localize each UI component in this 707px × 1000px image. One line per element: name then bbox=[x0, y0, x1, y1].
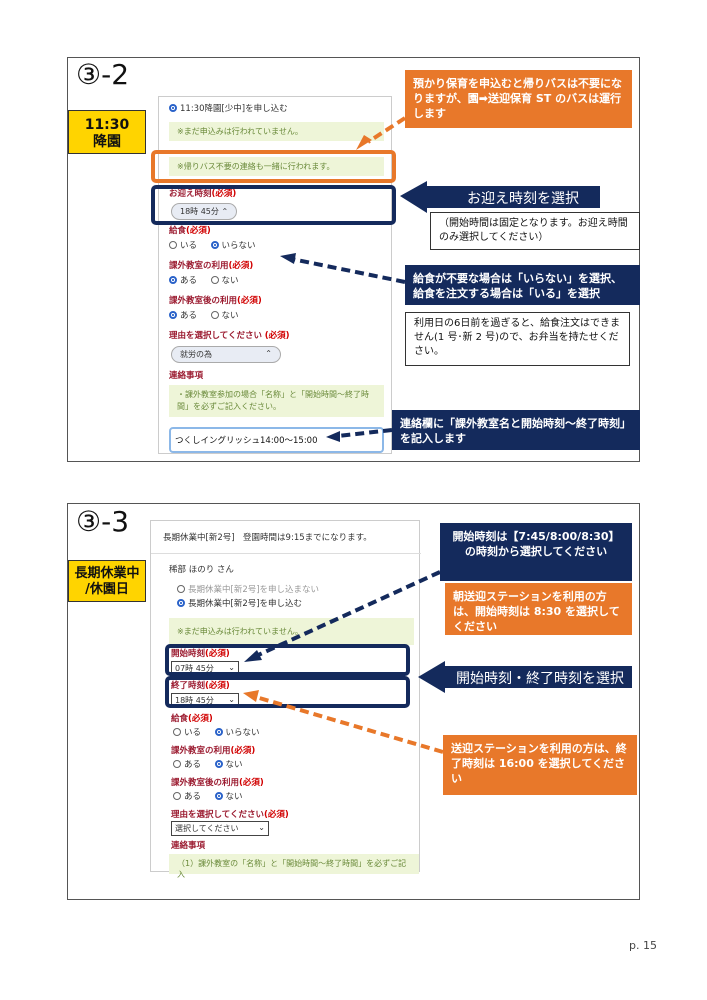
form-screenshot-2: 長期休業中[新2号] 登園時間は9:15までになります。 稀部 ほのり さん 長… bbox=[150, 520, 421, 879]
arrow-select-icon bbox=[418, 661, 632, 693]
start-label: 開始時刻(必須) bbox=[171, 649, 230, 659]
meal-label: 給食(必須) bbox=[171, 714, 213, 724]
dashed-arrow-end bbox=[255, 695, 444, 754]
chevron-down-icon: ⌄ bbox=[228, 663, 235, 672]
pickup-label: お迎え時刻(必須) bbox=[169, 189, 237, 199]
dashed-arrow-meal bbox=[291, 257, 406, 284]
contact-label: 連絡事項 bbox=[169, 371, 204, 381]
tag-line1: 11:30 bbox=[84, 117, 130, 133]
arrow-pickup-icon bbox=[400, 181, 600, 213]
club-options: ある ない bbox=[169, 274, 239, 286]
callout-station: 朝送迎ステーションを利用の方は、開始時刻は 8:30 を選択してください bbox=[445, 583, 632, 635]
contact-textarea[interactable]: つくしイングリッシュ14:00～15:00 bbox=[169, 427, 384, 453]
tag-line1: 長期休業中 bbox=[74, 566, 140, 581]
arrowhead-icon bbox=[280, 253, 296, 264]
notice-not-applied: ※まだ申込みは行われていません。 bbox=[169, 122, 384, 141]
page-number: p. 15 bbox=[629, 939, 657, 952]
radio-after-no[interactable] bbox=[210, 311, 219, 319]
arrowhead-icon bbox=[243, 690, 259, 702]
form-screenshot-1: 11:30降園[少中]を申し込む ※まだ申込みは行われていません。 ※帰りバス不… bbox=[158, 96, 392, 454]
option-label: 11:30降園[少中]を申し込む bbox=[180, 104, 288, 114]
callout-start: 開始時刻は【7:45/8:00/8:30】の時刻から選択してください bbox=[440, 523, 632, 581]
radio-meal-no[interactable] bbox=[214, 728, 223, 736]
radio-icon bbox=[169, 104, 177, 112]
contact-note: ・課外教室参加の場合「名称」と「開始時間～終了時間」を必ずご記入ください。 bbox=[169, 385, 384, 417]
contact-note: （1）課外教室の「名称」と「開始時間～終了時間」を必ずご記入 bbox=[169, 854, 419, 879]
pickup-select[interactable]: 18時 45分 ⌃ bbox=[171, 203, 238, 220]
radio-meal-yes[interactable] bbox=[169, 241, 177, 249]
option-not-apply[interactable]: 長期休業中[新2号]を申し込まない bbox=[177, 583, 319, 595]
dashed-arrow-start bbox=[255, 570, 441, 658]
chevron-updown-icon: ⌃ bbox=[265, 349, 272, 358]
child-name: 稀部 ほのり さん bbox=[169, 565, 234, 575]
club-after-label: 課外教室後の利用(必須) bbox=[171, 778, 264, 788]
meal-label: 給食(必須) bbox=[169, 226, 211, 236]
tag-line2: /休園日 bbox=[85, 582, 129, 597]
tag-long-holiday: 長期休業中 /休園日 bbox=[68, 560, 146, 602]
club-after-label: 課外教室後の利用(必須) bbox=[169, 296, 262, 306]
section-title-3-2: ③-2 bbox=[76, 58, 130, 91]
end-label: 終了時刻(必須) bbox=[171, 681, 230, 691]
callout-contact: 連絡欄に「課外教室名と開始時刻～終了時刻」を記入します bbox=[392, 410, 640, 450]
reason-select[interactable]: 就労の為⌃ bbox=[171, 346, 281, 363]
tag-1130: 11:30 降園 bbox=[68, 110, 146, 154]
option-1130[interactable]: 11:30降園[少中]を申し込む bbox=[169, 102, 288, 114]
option-apply[interactable]: 長期休業中[新2号]を申し込む bbox=[177, 597, 302, 609]
chevron-updown-icon: ⌃ bbox=[221, 207, 229, 216]
chevron-down-icon: ⌄ bbox=[258, 823, 265, 832]
form-header: 長期休業中[新2号] 登園時間は9:15までになります。 bbox=[163, 533, 372, 543]
arrowhead-icon bbox=[356, 135, 372, 150]
callout-meal: 給食が不要な場合は「いらない」を選択、給食を注文する場合は「いる」を選択 bbox=[405, 265, 640, 305]
club-after-options: ある ない bbox=[173, 790, 243, 802]
tag-line2: 降園 bbox=[93, 134, 121, 150]
radio-club-yes[interactable] bbox=[173, 760, 181, 768]
radio-club-yes[interactable] bbox=[169, 276, 177, 284]
radio-club-no[interactable] bbox=[214, 760, 223, 768]
callout-select: 開始時刻・終了時刻を選択 bbox=[456, 671, 624, 687]
radio-club-no[interactable] bbox=[210, 276, 219, 284]
club-after-options: ある ない bbox=[169, 309, 239, 321]
highlight-bus-notice bbox=[151, 150, 396, 183]
notice-not-applied: ※まだ申込みは行われていません。 bbox=[169, 618, 414, 645]
callout-end: 送迎ステーションを利用の方は、終了時刻は 16:00 を選択してください bbox=[443, 735, 637, 795]
club-label: 課外教室の利用(必須) bbox=[171, 746, 256, 756]
section-title-3-3: ③-3 bbox=[76, 505, 130, 538]
dashed-arrow-bus bbox=[366, 116, 407, 144]
highlight-start bbox=[165, 644, 410, 676]
radio-icon bbox=[177, 585, 185, 593]
contact-label: 連絡事項 bbox=[171, 841, 206, 851]
arrowhead-icon bbox=[326, 431, 340, 442]
club-options: ある ない bbox=[173, 758, 243, 770]
radio-after-no[interactable] bbox=[214, 792, 223, 800]
club-label: 課外教室の利用(必須) bbox=[169, 261, 254, 271]
callout-pickup: お迎え時刻を選択 bbox=[467, 191, 579, 207]
dashed-arrow-contact bbox=[337, 428, 393, 438]
reason-select[interactable]: 選択してください⌄ bbox=[171, 821, 269, 836]
callout-bus: 預かり保育を申込むと帰りバスは不要になりますが、園➡送迎保育 ST のバスは運行… bbox=[405, 70, 632, 128]
radio-meal-yes[interactable] bbox=[173, 728, 181, 736]
notice-bus: ※帰りバス不要の連絡も一緒に行われます。 bbox=[169, 157, 384, 176]
highlight-pickup bbox=[151, 185, 396, 225]
radio-meal-no[interactable] bbox=[210, 241, 219, 249]
arrowhead-icon bbox=[244, 650, 262, 662]
meal-options: いる いらない bbox=[169, 239, 256, 251]
radio-icon bbox=[177, 599, 185, 607]
radio-after-yes[interactable] bbox=[173, 792, 181, 800]
meal-options: いる いらない bbox=[173, 726, 260, 738]
reason-label: 理由を選択してください (必須) bbox=[169, 331, 290, 341]
reason-label: 理由を選択してください(必須) bbox=[171, 810, 289, 820]
note-pickup: （開始時間は固定となります。お迎え時間のみ選択してください） bbox=[430, 212, 640, 250]
note-meal: 利用日の6日前を過ぎると、給食注文はできません(1 号･新 2 号)ので、お弁当… bbox=[405, 312, 630, 366]
radio-after-yes[interactable] bbox=[169, 311, 177, 319]
chevron-down-icon: ⌄ bbox=[228, 695, 235, 704]
